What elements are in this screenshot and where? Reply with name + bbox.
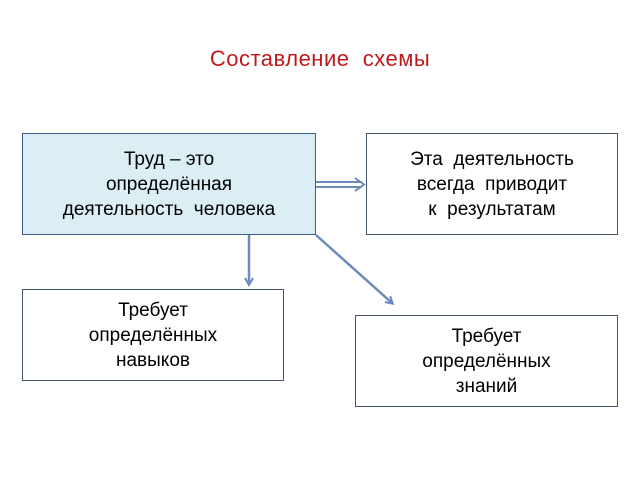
node-skills-line-2: определённых [88,324,218,346]
node-skills: Требует определённых навыков [22,289,284,381]
edge-main-to-result [316,177,366,192]
node-labor-line-3: деятельность человека [62,198,276,220]
node-results-line-3: к результатам [428,198,556,220]
node-skills-line-1: Требует [118,299,188,321]
node-labor-line-2: определённая [105,173,233,195]
node-labor-definition: Труд – это определённая деятельность чел… [22,133,316,235]
node-results-line-2: всегда приводит [416,173,568,195]
node-results-line-1: Эта деятельность [410,148,574,170]
slide-title: Составление схемы [209,46,431,71]
node-results: Эта деятельность всегда приводит к резул… [366,133,618,235]
node-knowledge-line-1: Требует [451,325,522,347]
node-knowledge: Требует определённых знаний [355,315,618,407]
edge-main-to-knowledge [315,234,392,303]
node-labor-line-1: Труд – это [123,148,215,170]
node-knowledge-line-3: знаний [455,375,518,397]
node-knowledge-line-2: определённых [422,350,551,372]
node-skills-line-3: навыков [116,349,190,371]
